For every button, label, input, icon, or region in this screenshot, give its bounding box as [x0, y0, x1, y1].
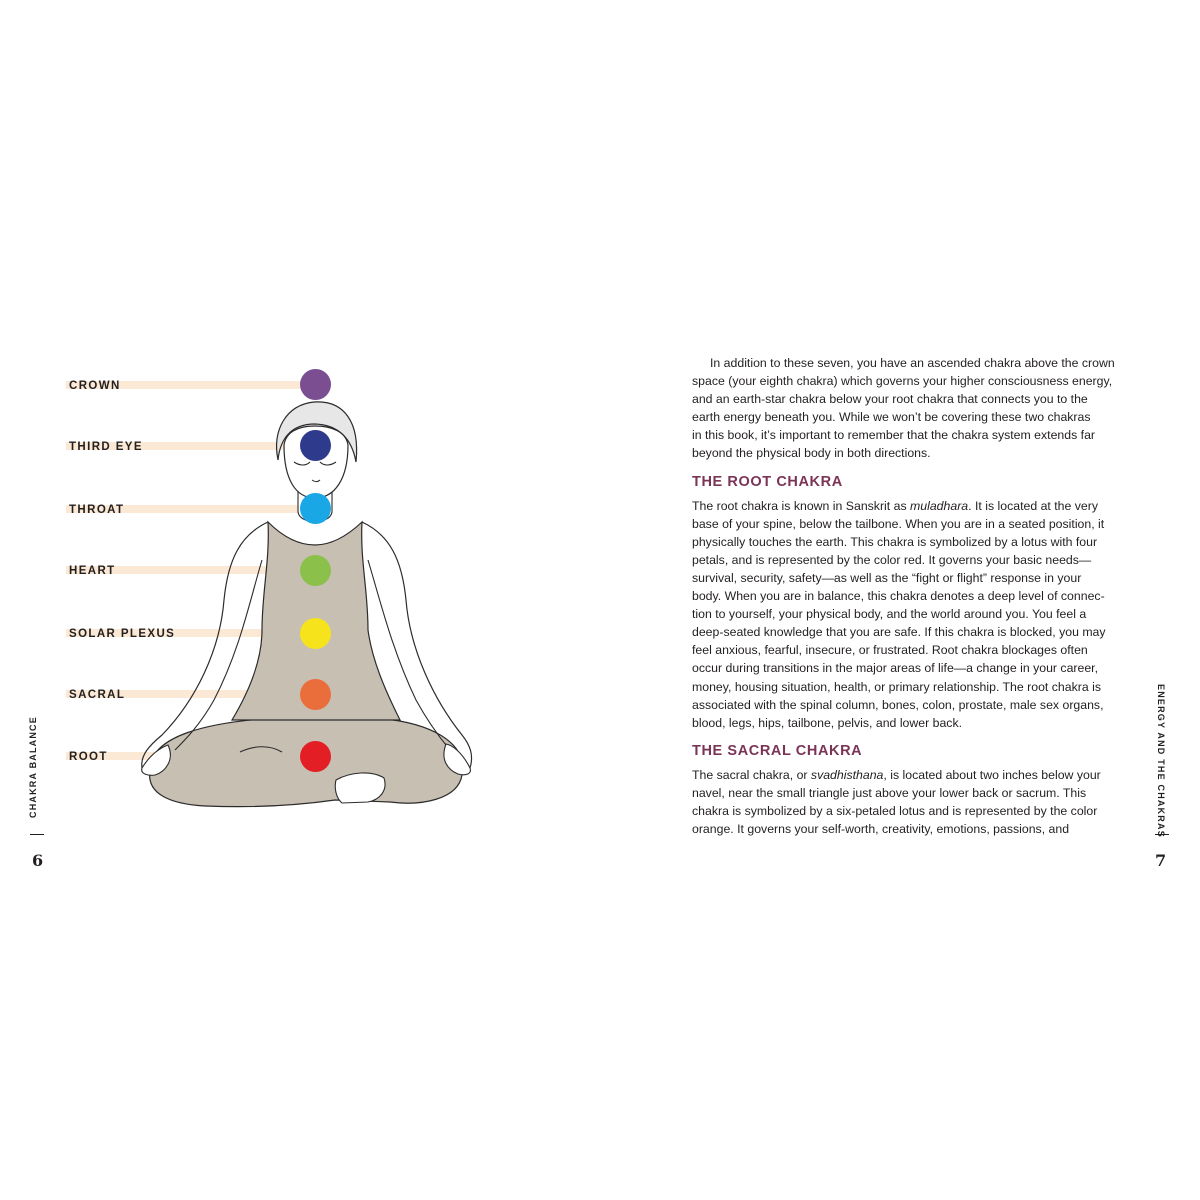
throat-guide-band: [66, 505, 306, 513]
root-line: survival, security, safety—as well as th…: [692, 570, 1082, 585]
root-line: blood, legs, hips, tailbone, pelvis, and…: [692, 715, 963, 730]
sacral-first-line-text-end: , is located about two inches below your: [883, 767, 1101, 782]
root-line: money, housing situation, health, or pri…: [692, 679, 1101, 694]
heart-chakra-dot: [300, 555, 331, 586]
heart-guide-band: [66, 566, 306, 574]
chakra-label-crown: CROWN: [69, 380, 121, 392]
chakra-label-sacral: SACRAL: [69, 689, 126, 701]
solar-plexus-guide-band: [66, 629, 306, 637]
sacral-guide-band: [66, 690, 306, 698]
intro-line: beyond the physical body in both directi…: [692, 446, 931, 461]
closed-eyes: [293, 461, 337, 466]
root-chakra-paragraph: The root chakra is known in Sanskrit as …: [692, 497, 1132, 732]
foot: [334, 772, 386, 804]
root-line: petals, and is represented by the color …: [692, 552, 1092, 567]
sacral-chakra-dot: [300, 679, 331, 710]
hair: [276, 401, 358, 463]
solar-plexus-chakra-dot: [300, 618, 331, 649]
root-chakra-heading: THE ROOT CHAKRA: [692, 473, 843, 490]
root-first-line-text-end: . It is located at the very: [968, 498, 1099, 513]
intro-line: space (your eighth chakra) which governs…: [692, 374, 1113, 389]
page-number-left: 6: [32, 851, 44, 870]
crown-chakra-dot: [300, 369, 331, 400]
sacral-chakra-paragraph: The sacral chakra, or svadhisthana, is l…: [692, 766, 1132, 838]
root-line: occur during transitions in the major ar…: [692, 661, 1099, 676]
root-line: physically touches the earth. This chakr…: [692, 534, 1098, 549]
sacral-first-line-text: The sacral chakra, or: [692, 767, 811, 782]
root-line: associated with the spinal column, bones…: [692, 697, 1104, 712]
sacral-line: orange. It governs your self-worth, crea…: [692, 822, 1070, 837]
root-line: feel anxious, fearful, insecure, or frus…: [692, 643, 1088, 658]
throat-chakra-dot: [300, 493, 331, 524]
sacral-line: chakra is symbolized by a six-petaled lo…: [692, 803, 1098, 818]
intro-line: and an earth-star chakra below your root…: [692, 392, 1088, 407]
third-eye-chakra-dot: [300, 430, 331, 461]
running-head-rule-left: [30, 834, 44, 835]
sacral-line: navel, near the small triangle just abov…: [692, 785, 1087, 800]
chakra-label-third-eye: THIRD EYE: [69, 441, 143, 453]
root-chakra-dot: [300, 741, 331, 772]
sacral-first-line: The sacral chakra, or svadhisthana, is l…: [692, 766, 1132, 784]
root-first-line: The root chakra is known in Sanskrit as …: [692, 497, 1132, 515]
body-text-column: In addition to these seven, you have an …: [692, 354, 1132, 838]
sacral-chakra-heading: THE SACRAL CHAKRA: [692, 742, 863, 759]
chakra-label-root: ROOT: [69, 751, 108, 763]
sanskrit-term-muladhara: muladhara: [910, 498, 969, 513]
root-line: deep-seated knowledge that you are safe.…: [692, 625, 1106, 640]
intro-line: in this book, it’s important to remember…: [692, 428, 1096, 443]
intro-line: earth energy beneath you. While we won’t…: [692, 410, 1091, 425]
root-first-line-text: The root chakra is known in Sanskrit as: [692, 498, 911, 513]
chakra-label-heart: HEART: [69, 565, 116, 577]
intro-line: In addition to these seven, you have an …: [710, 356, 1115, 370]
right-hand: [443, 743, 471, 776]
third-eye-guide-band: [66, 442, 306, 450]
sanskrit-term-svadhisthana: svadhisthana: [810, 767, 884, 782]
root-line: body. When you are in balance, this chak…: [692, 589, 1105, 604]
chakra-label-throat: THROAT: [69, 504, 125, 516]
right-arm: [361, 521, 473, 769]
root-line: tion to yourself, your physical body, an…: [692, 607, 1087, 622]
running-head-rule-right: [1155, 834, 1169, 835]
chakra-label-solar-plexus: SOLAR PLEXUS: [69, 628, 176, 640]
intro-paragraph: In addition to these seven, you have an …: [692, 354, 1132, 463]
left-arm: [141, 521, 269, 769]
page-number-right: 7: [1155, 851, 1167, 870]
running-head-right: ENERGY AND THE CHAKRAS: [1156, 684, 1166, 838]
crown-guide-band: [66, 381, 306, 389]
root-line: base of your spine, below the tailbone. …: [692, 516, 1105, 531]
left-hand: [141, 744, 171, 776]
